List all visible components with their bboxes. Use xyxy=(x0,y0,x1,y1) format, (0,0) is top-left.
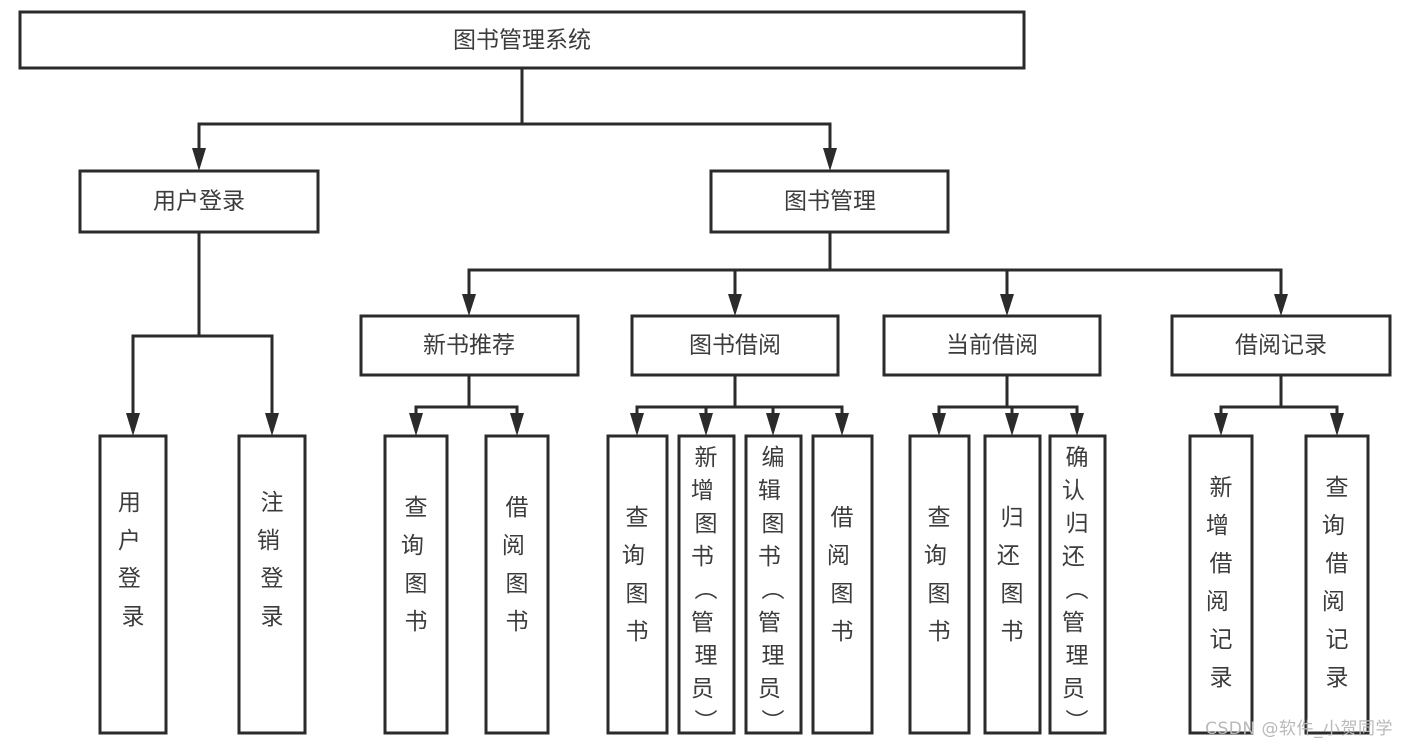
leaf-borrow-add-book-admin[interactable]: 新增 图书 ︵管 理员 ︶ xyxy=(677,434,736,735)
arrowhead-leaf-record-query xyxy=(1330,413,1344,436)
leaf-borrow-edit-book-admin[interactable]: 编辑 图书 ︵管 理员 ︶ xyxy=(744,434,803,735)
node-new-book-recommend-box[interactable] xyxy=(359,314,580,377)
leaf-current-return-book[interactable]: 归还 图书 xyxy=(983,434,1042,735)
node-book-management-box[interactable] xyxy=(709,169,950,234)
leaf-current-confirm-return-admin[interactable]: 确认 归还 ︵管 理员 ︶ xyxy=(1048,434,1107,735)
arrowhead-leaf-current-query xyxy=(932,413,946,436)
node-root-label: 图书管理系统 xyxy=(453,28,591,54)
leaf-newbook-query-book[interactable]: 查询 图书 xyxy=(383,434,449,735)
arrowhead-leaf-logout xyxy=(265,413,279,436)
node-new-book-recommend-label: 新书推荐 xyxy=(423,333,515,359)
node-root-box[interactable] xyxy=(18,10,1026,70)
node-user-login[interactable]: 用户登录 xyxy=(78,169,320,234)
arrowhead-current xyxy=(1000,294,1014,316)
leaf-borrow-query-book[interactable]: 查询 图书 xyxy=(606,434,669,735)
node-borrow-record-box[interactable] xyxy=(1170,314,1392,377)
leaf-user-login[interactable]: 用 户 登 录 xyxy=(98,434,168,735)
node-new-book-recommend[interactable]: 新书推荐 xyxy=(359,314,580,377)
node-current-borrow-box[interactable] xyxy=(882,314,1102,377)
leaf-borrow-add-book-admin-box[interactable] xyxy=(677,434,736,735)
node-book-management[interactable]: 图书管理 xyxy=(709,169,950,234)
leaf-current-query-book[interactable]: 查询 图书 xyxy=(908,434,971,735)
node-current-borrow[interactable]: 当前借阅 xyxy=(882,314,1102,377)
arrowhead-group xyxy=(126,148,1344,436)
arrowhead-leaf-borrow-add xyxy=(699,413,713,436)
leaf-borrow-edit-book-admin-label: 编辑 图书 ︵管 理员 ︶ xyxy=(758,445,788,735)
leaf-logout-box[interactable] xyxy=(237,434,307,735)
leaf-borrow-add-book-admin-label: 新增 图书 ︵管 理员 ︶ xyxy=(691,445,721,735)
arrowhead-leaf-record-add xyxy=(1214,413,1228,436)
leaf-record-add-record[interactable]: 新增 借阅 记录 xyxy=(1188,434,1254,735)
leaf-borrow-lend-book-box[interactable] xyxy=(811,434,874,735)
node-root[interactable]: 图书管理系统 xyxy=(18,10,1026,70)
leaf-borrow-lend-book-label: 借阅 图书 xyxy=(827,505,857,645)
arrowhead-leaf-borrow-query xyxy=(630,413,644,436)
arrowhead-leaf-borrow-edit xyxy=(766,413,780,436)
leaf-newbook-borrow-book[interactable]: 借阅 图书 xyxy=(484,434,550,735)
leaf-newbook-query-book-label: 查询 图书 xyxy=(401,495,431,635)
leaf-borrow-edit-book-admin-box[interactable] xyxy=(744,434,803,735)
leaf-current-query-book-label: 查询 图书 xyxy=(924,505,954,645)
arrowhead-newbook xyxy=(462,294,476,316)
leaf-current-return-book-label: 归还 图书 xyxy=(997,505,1027,645)
arrowhead-record xyxy=(1274,294,1288,316)
arrowhead-borrow xyxy=(728,294,742,316)
leaf-borrow-lend-book[interactable]: 借阅 图书 xyxy=(811,434,874,735)
arrowhead-leaf-login xyxy=(126,413,140,436)
arrowhead-book-mgmt xyxy=(823,148,837,171)
leaf-newbook-borrow-book-label: 借阅 图书 xyxy=(502,495,532,635)
node-current-borrow-label: 当前借阅 xyxy=(946,333,1038,359)
leaf-record-query-record-box[interactable] xyxy=(1304,434,1370,735)
leaf-user-login-box[interactable] xyxy=(98,434,168,735)
node-book-borrow-label: 图书借阅 xyxy=(689,333,781,359)
arrowhead-leaf-newbook-borrow xyxy=(510,413,524,436)
node-borrow-record[interactable]: 借阅记录 xyxy=(1170,314,1392,377)
leaf-newbook-query-book-box[interactable] xyxy=(383,434,449,735)
arrowhead-leaf-current-return xyxy=(1005,413,1019,436)
leaf-borrow-query-book-box[interactable] xyxy=(606,434,669,735)
leaf-logout-label: 注销 登录 xyxy=(257,490,287,630)
leaf-borrow-query-book-label: 查询 图书 xyxy=(622,505,652,645)
leaf-record-add-record-label: 新增 借阅 记录 xyxy=(1206,475,1236,691)
arrowhead-leaf-borrow-lend xyxy=(835,413,849,436)
leaf-logout[interactable]: 注销 登录 xyxy=(237,434,307,735)
node-user-login-label: 用户登录 xyxy=(153,189,245,215)
node-book-borrow-box[interactable] xyxy=(630,314,840,377)
leaf-record-add-record-box[interactable] xyxy=(1188,434,1254,735)
leaf-current-confirm-return-admin-box[interactable] xyxy=(1048,434,1107,735)
node-borrow-record-label: 借阅记录 xyxy=(1235,333,1327,359)
node-user-login-box[interactable] xyxy=(78,169,320,234)
arrowhead-leaf-newbook-query xyxy=(409,413,423,436)
leaf-record-query-record[interactable]: 查询 借阅 记录 xyxy=(1304,434,1370,735)
node-book-borrow[interactable]: 图书借阅 xyxy=(630,314,840,377)
arrowhead-user-login xyxy=(192,148,206,171)
leaf-current-return-book-box[interactable] xyxy=(983,434,1042,735)
leaf-current-query-book-box[interactable] xyxy=(908,434,971,735)
leaf-newbook-borrow-book-box[interactable] xyxy=(484,434,550,735)
arrowhead-leaf-current-confirm xyxy=(1070,413,1084,436)
leaf-record-query-record-label: 查询 借阅 记录 xyxy=(1322,475,1352,691)
leaf-user-login-label: 用 户 登 录 xyxy=(118,490,148,630)
node-book-management-label: 图书管理 xyxy=(784,189,876,215)
leaf-current-confirm-return-admin-label: 确认 归还 ︵管 理员 ︶ xyxy=(1062,445,1092,735)
